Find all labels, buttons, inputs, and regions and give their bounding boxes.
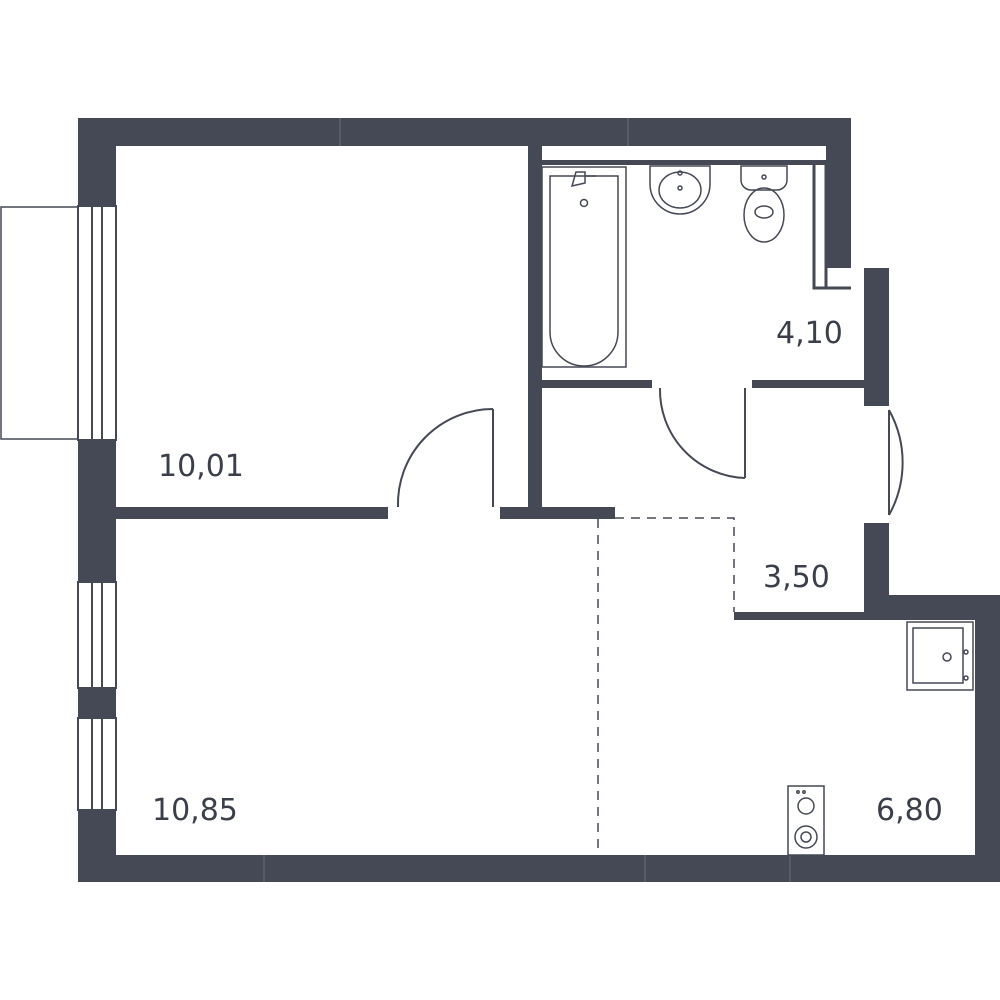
balcony [0, 206, 79, 440]
door-icon [396, 387, 904, 516]
stove-icon [787, 785, 825, 856]
exterior-walls [78, 118, 1000, 882]
room-area-hallway: 3,50 [763, 560, 830, 595]
room-area-bathroom: 4,10 [776, 316, 843, 351]
room-area-living: 10,85 [152, 793, 238, 828]
bathtub-icon [541, 166, 627, 368]
room-area-bedroom: 10,01 [158, 449, 244, 484]
wall-details [263, 118, 791, 882]
sink-icon [649, 165, 711, 215]
interior-walls [116, 146, 864, 620]
window-icon [77, 205, 117, 811]
bathroom-column [812, 165, 851, 290]
toilet-icon [740, 165, 788, 243]
zone-divider [597, 517, 735, 855]
kitchen-sink-icon [906, 621, 974, 691]
room-area-kitchen: 6,80 [876, 793, 943, 828]
